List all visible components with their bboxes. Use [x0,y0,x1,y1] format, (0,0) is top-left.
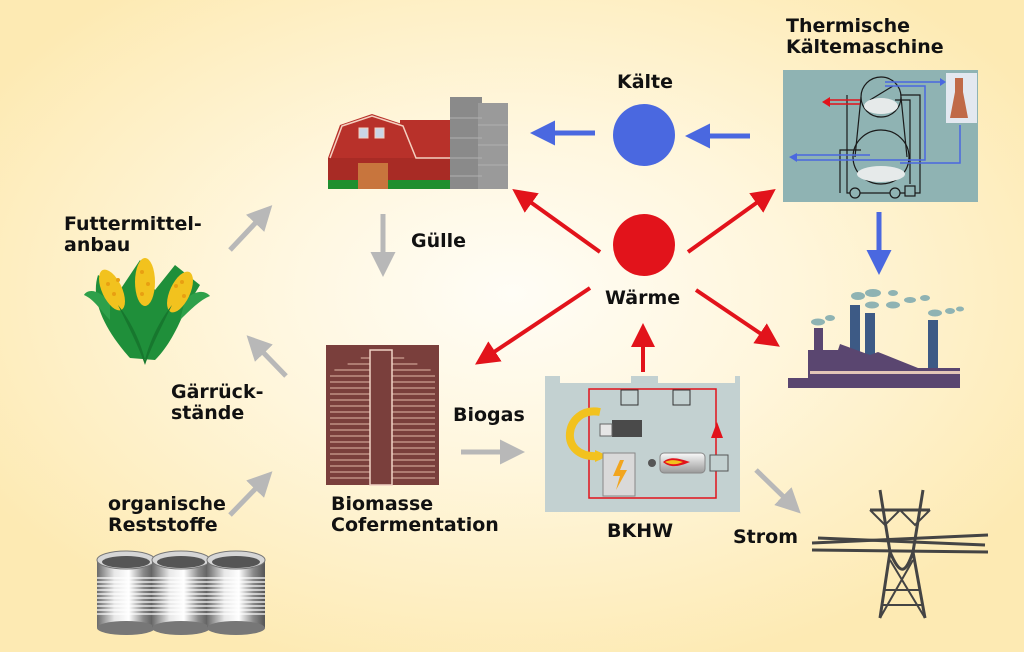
power-pylon-icon [811,489,989,619]
strom-arrow [754,468,801,514]
label-kaelte: Kälte [617,71,674,93]
label-strom: Strom [733,526,798,548]
cold-circle [613,104,675,166]
factory-icon [788,289,964,388]
barn-icon [328,97,508,189]
heat-to-barn-arrow [512,189,602,254]
digester-icon [326,345,439,486]
futtermittel-arrow [228,205,273,252]
heat-to-factory-arrow [694,288,780,347]
heat-circle [613,214,675,276]
label-biomasse-cofermentation: Biomasse Cofermentation [331,493,499,536]
can [151,550,211,635]
corn-icon [84,258,210,365]
label-organische-reststoffe: organische Reststoffe [108,493,226,536]
organisch-arrow [228,471,273,517]
can [206,550,266,635]
label-guelle: Gülle [411,230,467,252]
chp-plant-icon [545,376,740,512]
heat-to-digester-arrow [475,286,592,365]
absorption-chiller-icon [783,70,978,202]
label-futtermittelanbau: Futtermittel- anbau [64,213,202,256]
waste-containers-icon [96,550,266,635]
label-thermische-kaeltemaschine: Thermische Kältemaschine [786,15,944,58]
can [96,550,156,635]
label-biogas: Biogas [453,404,525,426]
label-gaerrueckstaende: Gärrück- stände [171,381,264,424]
gaerrueck-arrow [246,335,288,378]
heat-to-machine-arrow [686,189,776,254]
label-waerme: Wärme [605,287,681,309]
label-bkhw: BKHW [607,520,674,542]
